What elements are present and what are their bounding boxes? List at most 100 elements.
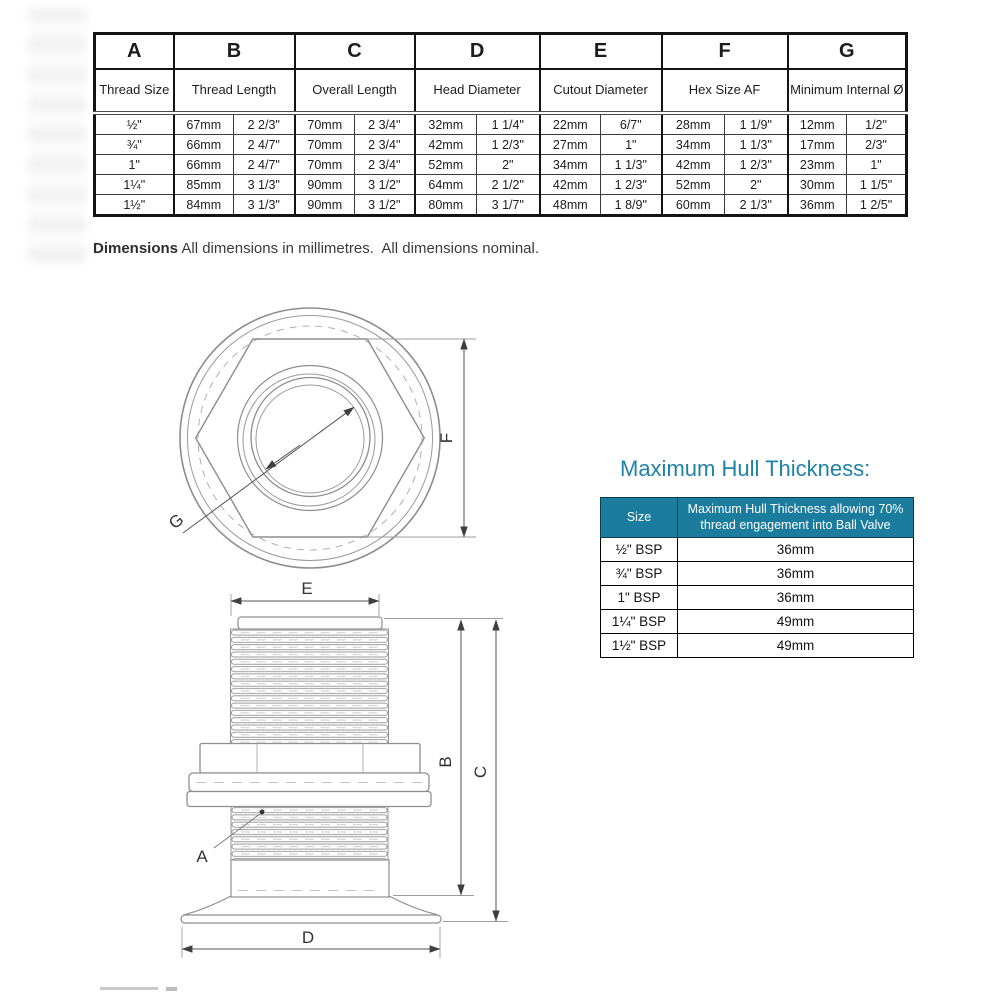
- dim-cell: 3 1/7": [476, 194, 541, 216]
- dim-cell: 2 3/4": [354, 154, 416, 175]
- hex-outline: [194, 338, 426, 538]
- dim-cell: 1 2/3": [724, 154, 789, 175]
- hull-header-size: Size: [600, 497, 678, 538]
- dim-cell: 60mm: [661, 194, 726, 216]
- dim-cell: 2": [476, 154, 541, 175]
- bore-circle: [255, 384, 365, 494]
- dim-cell: ½": [94, 113, 175, 135]
- leader-line-a: [213, 813, 261, 849]
- dim-cell: 1 1/3": [724, 134, 789, 155]
- dim-cell: 1": [600, 134, 663, 155]
- dim-cell: 1 8/9": [600, 194, 663, 216]
- flange-outline: [179, 307, 441, 569]
- dim-cell: 2": [724, 174, 789, 195]
- hull-cell-thickness: 36mm: [677, 584, 914, 610]
- flare-right: [388, 895, 439, 916]
- dim-cell: 42mm: [414, 134, 478, 155]
- dim-cell: 3 1/3": [233, 174, 296, 195]
- dim-cell: 22mm: [539, 113, 602, 135]
- table-row: A B C D E F G: [94, 33, 907, 70]
- dim-cell: 1": [846, 154, 907, 175]
- col-subtitle: Overall Length: [294, 69, 416, 115]
- dim-label-d: D: [302, 928, 314, 947]
- hidden-circle: [197, 325, 423, 551]
- dim-cell: 85mm: [173, 174, 234, 195]
- dim-cell: 1½": [94, 194, 175, 216]
- hull-cell-size: 1½" BSP: [600, 632, 678, 658]
- bore-circle: [236, 364, 384, 512]
- dim-cell: 1¼": [94, 174, 175, 195]
- dim-cell: 3 1/2": [354, 194, 416, 216]
- dim-cell: 66mm: [173, 134, 234, 155]
- dim-cell: 2 3/4": [354, 113, 416, 135]
- side-view: E A D B C: [180, 579, 508, 958]
- table-row: ¾" 66mm 2 4/7" 70mm 2 3/4" 42mm 1 2/3" 2…: [94, 134, 907, 155]
- dim-cell: 32mm: [414, 113, 478, 135]
- dim-cell: 2 4/7": [233, 134, 296, 155]
- dim-cell: 67mm: [173, 113, 234, 135]
- hex-nut: [199, 742, 421, 774]
- col-subtitle: Thread Length: [173, 69, 296, 115]
- thread-top-cap: [237, 616, 383, 630]
- hull-cell-size: 1¼" BSP: [600, 608, 678, 634]
- dimension-line-g: [182, 406, 355, 534]
- base-rim: [180, 914, 442, 924]
- table-row: ½" 67mm 2 2/3" 70mm 2 3/4" 32mm 1 1/4" 2…: [94, 113, 907, 135]
- hull-cell-thickness: 36mm: [677, 536, 914, 562]
- dim-cell: 1 1/3": [600, 154, 663, 175]
- table-row: 1" BSP 36mm: [600, 584, 914, 610]
- dim-label-b: B: [436, 756, 455, 767]
- dim-cell: 2 4/7": [233, 154, 296, 175]
- dim-cell: 84mm: [173, 194, 234, 216]
- dim-cell: 1/2": [846, 113, 907, 135]
- col-letter: C: [294, 33, 416, 70]
- col-subtitle: Cutout Diameter: [539, 69, 663, 115]
- dimensions-note-lead: Dimensions: [93, 240, 179, 257]
- table-row: ½" BSP 36mm: [600, 536, 914, 562]
- scan-artifact: [166, 987, 177, 991]
- hull-cell-thickness: 49mm: [677, 632, 914, 658]
- dim-cell: 1 2/3": [476, 134, 541, 155]
- dim-cell: 2 1/2": [476, 174, 541, 195]
- dim-cell: 12mm: [787, 113, 848, 135]
- col-subtitle: Hex Size AF: [661, 69, 789, 115]
- hull-cell-thickness: 36mm: [677, 560, 914, 586]
- col-subtitle: Minimum Internal Ø: [787, 69, 907, 115]
- technical-drawing: G F E A D: [165, 307, 508, 958]
- dim-cell: 3 1/2": [354, 174, 416, 195]
- dim-cell: 2 3/4": [354, 134, 416, 155]
- dim-label-a: A: [196, 847, 208, 866]
- scan-artifact: [100, 987, 158, 990]
- dim-cell: 36mm: [787, 194, 848, 216]
- dim-label-g: G: [165, 510, 187, 533]
- top-view: G F: [165, 307, 476, 569]
- dim-cell: 1": [94, 154, 175, 175]
- dim-label-c: C: [471, 766, 490, 778]
- washer-lower: [186, 790, 432, 808]
- dim-cell: 1 2/5": [859, 197, 893, 212]
- hull-cell-size: ¾" BSP: [600, 560, 678, 586]
- dim-cell: 23mm: [787, 154, 848, 175]
- dim-cell: 70mm: [294, 134, 356, 155]
- table-row: Thread Size Thread Length Overall Length…: [94, 69, 907, 115]
- bore-circle: [250, 376, 371, 498]
- dimensions-table: A B C D E F G Thread Size Thread Length …: [93, 32, 909, 217]
- dim-cell: 34mm: [661, 134, 726, 155]
- dim-cell: 2/3": [846, 134, 907, 155]
- dim-cell: 66mm: [173, 154, 234, 175]
- dim-cell: 28mm: [661, 113, 726, 135]
- dim-cell: 70mm: [294, 154, 356, 175]
- dim-cell: 27mm: [539, 134, 602, 155]
- dim-cell: 2 2/3": [233, 113, 296, 135]
- col-letter: A: [94, 33, 175, 70]
- hull-cell-size: ½" BSP: [600, 536, 678, 562]
- dim-cell: 90mm: [294, 194, 356, 216]
- dim-cell: 52mm: [661, 174, 726, 195]
- dim-cell: 80mm: [414, 194, 478, 216]
- bore-circle: [242, 373, 376, 507]
- dim-cell: 48mm: [539, 194, 602, 216]
- hull-thickness-title: Maximum Hull Thickness:: [620, 456, 871, 481]
- dimension-line-g-arrow: [265, 444, 301, 470]
- dim-cell: ¾": [94, 134, 175, 155]
